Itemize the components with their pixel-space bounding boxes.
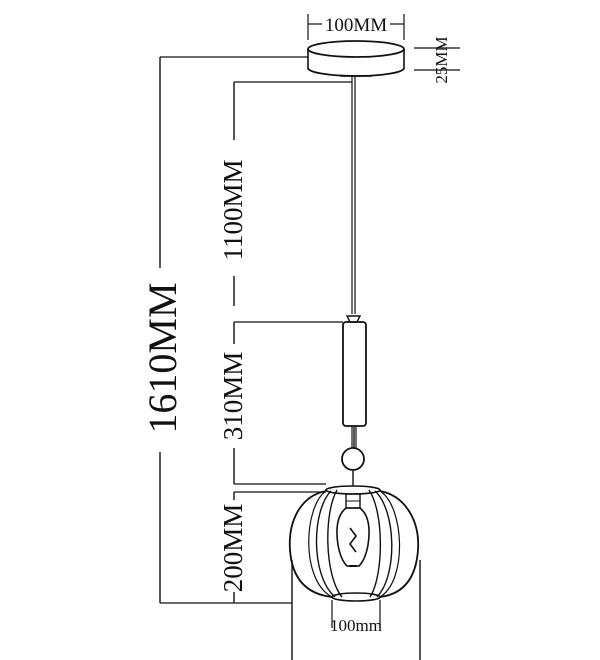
total-height-label: 1610MM — [140, 282, 185, 433]
bottom-width-label: 100mm — [330, 616, 382, 635]
shade-height-label: 200MM — [218, 504, 248, 593]
bottom-width-dimension: 100mm — [291, 560, 421, 660]
pendant-rod — [342, 315, 367, 448]
rod-length-label: 310MM — [218, 352, 248, 441]
suspension-cable — [351, 76, 356, 314]
canopy — [307, 40, 405, 77]
pumpkin-shade — [288, 485, 420, 602]
decorative-ball — [341, 447, 365, 486]
canopy-width-label: 100MM — [325, 15, 387, 36]
cable-length-dimension: 1100MM — [218, 81, 352, 306]
shade-height-dimension: 200MM — [218, 483, 326, 603]
canopy-width-dimension: 100MM — [307, 14, 405, 40]
canopy-height-dimension: 25MM — [414, 36, 460, 84]
rod-length-dimension: 310MM — [218, 322, 248, 484]
cable-length-label: 1100MM — [218, 159, 248, 260]
canopy-height-label: 25MM — [432, 36, 451, 83]
total-height-dimension: 1610MM — [140, 56, 308, 604]
bulb-icon — [336, 493, 370, 567]
